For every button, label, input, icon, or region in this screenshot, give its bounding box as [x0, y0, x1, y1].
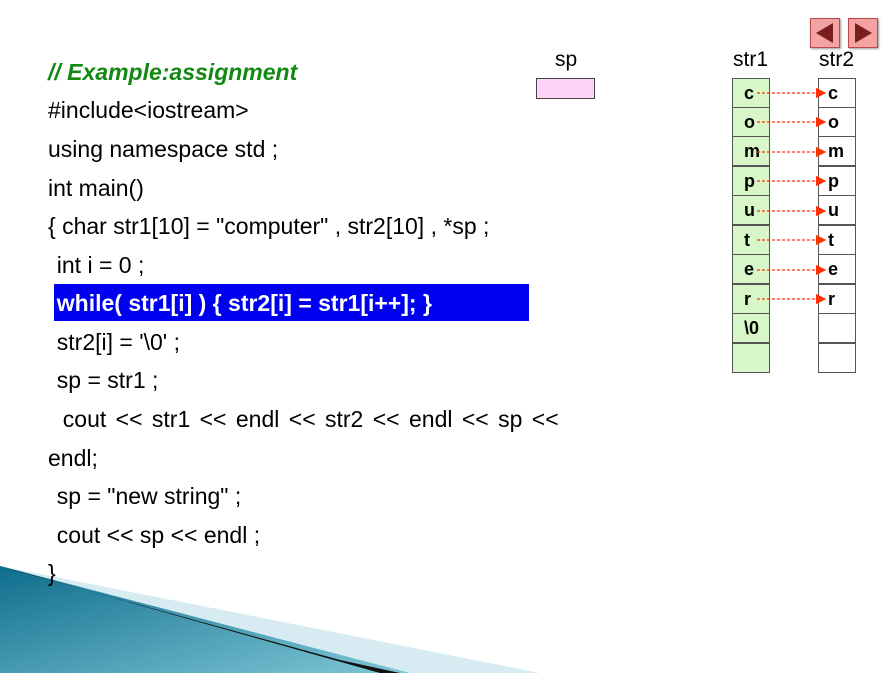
str1-label: str1: [733, 48, 769, 71]
code-line-endl: endl;: [48, 445, 98, 471]
str2-cell: c: [818, 78, 856, 108]
triangle-left-icon: [816, 23, 833, 43]
code-line-cout-1: cout << str1 << endl << str2 << endl << …: [44, 406, 559, 432]
str2-cell: m: [818, 136, 856, 166]
str2-label: str2: [819, 48, 855, 71]
str2-cell: e: [818, 254, 856, 284]
code-line-while: while( str1[i] ) { str2[i] = str1[i++]; …: [44, 290, 432, 316]
current-line-highlight: [54, 284, 529, 321]
str1-cell: e: [732, 254, 770, 284]
code-line-terminate: str2[i] = '\0' ;: [44, 329, 180, 355]
str1-cell: p: [732, 166, 770, 196]
str2-cell: [818, 343, 856, 373]
code-line-declare: { char str1[10] = "computer" , str2[10] …: [48, 213, 490, 239]
code-line-new-string: sp = "new string" ;: [44, 483, 242, 509]
code-line-include: #include<iostream>: [48, 97, 249, 123]
next-slide-button[interactable]: [848, 18, 878, 48]
str1-cell: m: [732, 136, 770, 166]
str1-cell: t: [732, 225, 770, 255]
str2-cell: [818, 313, 856, 343]
str1-cell: [732, 343, 770, 373]
sp-label: sp: [555, 48, 578, 71]
code-line-init: int i = 0 ;: [44, 252, 145, 278]
code-line-using: using namespace std ;: [48, 136, 279, 162]
code-comment: // Example:assignment: [48, 59, 298, 85]
str2-cell: p: [818, 166, 856, 196]
code-line-close-brace: }: [48, 560, 56, 586]
previous-slide-button[interactable]: [810, 18, 840, 48]
triangle-right-icon: [855, 23, 872, 43]
code-line-main: int main(): [48, 175, 144, 201]
str2-cell: r: [818, 284, 856, 314]
str2-cell: u: [818, 195, 856, 225]
str1-cell: c: [732, 78, 770, 108]
str1-cell: o: [732, 107, 770, 137]
str2-cell: t: [818, 225, 856, 255]
str2-cell: o: [818, 107, 856, 137]
str1-cell: \0: [732, 313, 770, 343]
code-line-assign-sp: sp = str1 ;: [44, 367, 159, 393]
sp-pointer-box: [536, 78, 595, 99]
str1-cell: u: [732, 195, 770, 225]
code-line-cout-2: cout << sp << endl ;: [44, 522, 261, 548]
str1-cell: r: [732, 284, 770, 314]
